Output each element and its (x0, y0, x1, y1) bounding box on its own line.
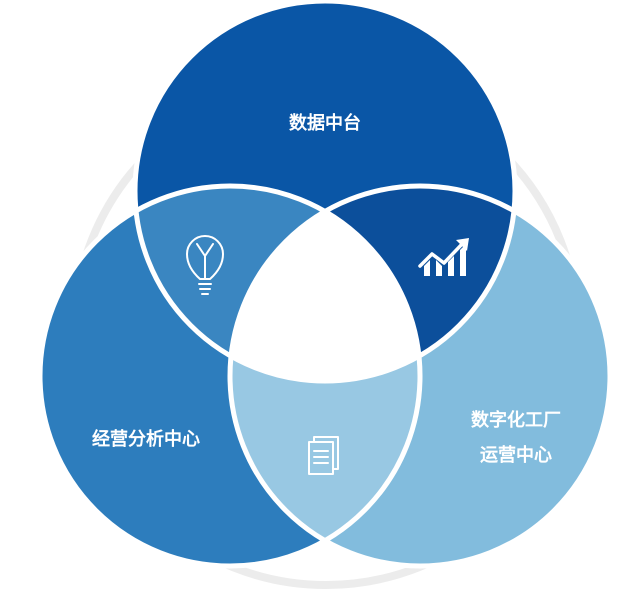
center-overlap (230, 186, 420, 381)
document-icon (308, 436, 339, 475)
left-circle-outline (37, 183, 423, 569)
top-circle-label: 数据中台 (289, 112, 361, 134)
trend-chart-icon (418, 238, 469, 276)
right-circle-label-line2: 运营中心 (480, 444, 552, 466)
lightbulb-icon (186, 235, 224, 295)
right-circle-outline (227, 183, 613, 569)
left-circle-label: 经营分析中心 (92, 428, 200, 450)
top-circle-outline (132, 0, 518, 384)
right-circle-label-line1: 数字化工厂 (471, 409, 561, 431)
